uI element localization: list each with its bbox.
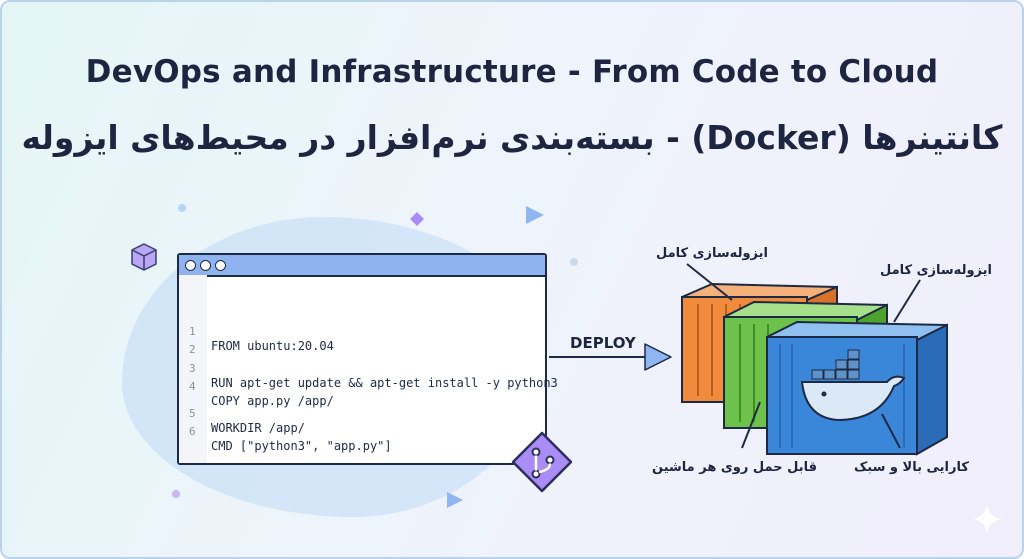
code-line: 5 WORKDIR /app/ bbox=[179, 393, 545, 435]
docker-containers-illustration bbox=[681, 263, 948, 456]
label-full-isolation-right: ایزوله‌سازی کامل bbox=[880, 263, 992, 278]
window-dot bbox=[215, 259, 226, 271]
deploy-label: DEPLOY bbox=[570, 334, 636, 352]
callout-line bbox=[741, 401, 761, 449]
git-branch-icon bbox=[511, 431, 573, 493]
line-number: 5 bbox=[189, 407, 196, 420]
label-full-isolation-left: ایزوله‌سازی کامل bbox=[656, 246, 768, 261]
line-number-gutter bbox=[179, 275, 207, 463]
triangle-shape bbox=[447, 492, 463, 508]
sparkle-icon bbox=[972, 504, 1002, 534]
dot-shape bbox=[172, 490, 180, 498]
code-text: CMD ["python3", "app.py"] bbox=[211, 439, 392, 453]
cube-icon bbox=[131, 243, 157, 271]
line-number: 3 bbox=[189, 362, 196, 375]
title-persian: کانتینرها (Docker) - بسته‌بندی نرم‌افزار… bbox=[21, 118, 1003, 157]
label-performance: کارایی بالا و سبک bbox=[854, 460, 969, 475]
callout-line bbox=[686, 263, 733, 301]
window-title-bar bbox=[179, 255, 545, 277]
callout-line bbox=[881, 413, 901, 449]
diamond-shape bbox=[410, 212, 424, 226]
deploy-arrow-icon bbox=[549, 343, 672, 371]
code-line: 1 FROM ubuntu:20.04 bbox=[179, 311, 545, 353]
code-line: 6 CMD ["python3", "app.py"] bbox=[179, 411, 545, 453]
code-text: FROM ubuntu:20.04 bbox=[211, 339, 334, 353]
code-text: RUN apt-get update && apt-get install -y… bbox=[211, 376, 558, 390]
line-number: 1 bbox=[189, 325, 196, 338]
code-line: 3 RUN apt-get update && apt-get install … bbox=[179, 348, 558, 390]
code-line: 2 bbox=[179, 329, 545, 356]
code-line: 4 COPY app.py /app/ bbox=[179, 366, 545, 408]
code-text: WORKDIR /app/ bbox=[211, 421, 305, 435]
title-english: DevOps and Infrastructure - From Code to… bbox=[85, 54, 939, 90]
code-text: COPY app.py /app/ bbox=[211, 394, 334, 408]
window-dot bbox=[185, 259, 196, 271]
dot-shape bbox=[570, 258, 578, 266]
callout-line bbox=[893, 279, 921, 323]
line-number: 4 bbox=[189, 380, 196, 393]
line-number: 6 bbox=[189, 425, 196, 438]
dockerfile-code-window: 1 FROM ubuntu:20.04 2 3 RUN apt-get upda… bbox=[177, 253, 558, 465]
triangle-shape bbox=[526, 206, 544, 224]
line-number: 2 bbox=[189, 343, 196, 356]
label-portable: قابل حمل روی هر ماشین bbox=[652, 460, 817, 475]
docker-whale-icon bbox=[800, 349, 906, 422]
dot-shape bbox=[178, 204, 186, 212]
window-dot bbox=[200, 259, 211, 271]
